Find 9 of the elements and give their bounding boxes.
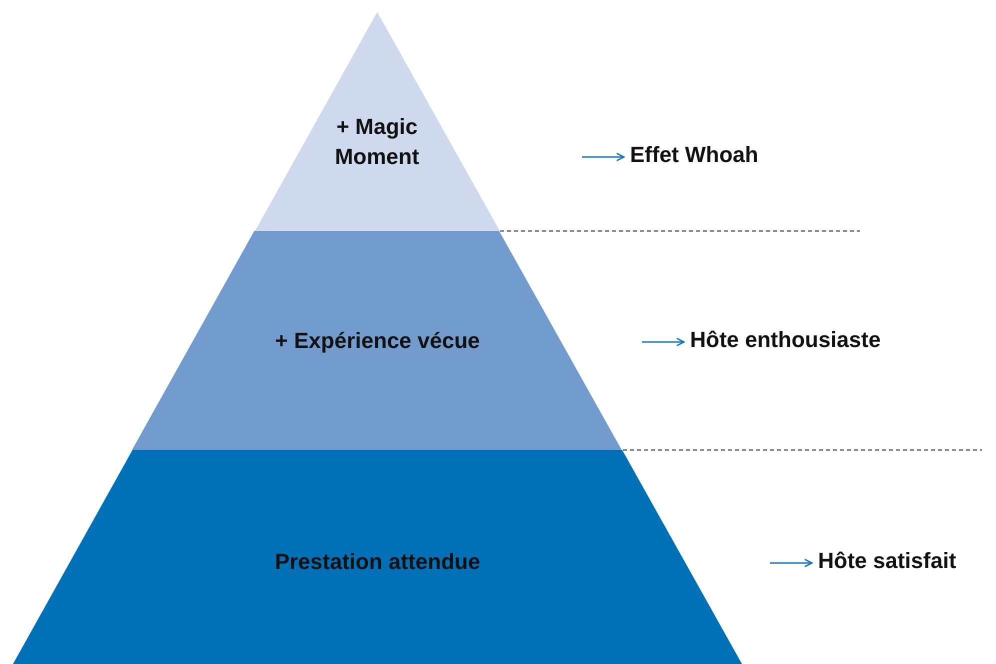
outcome-label: Hôte enthousiaste <box>690 325 881 355</box>
tier-label: + Expérience vécue <box>274 327 481 355</box>
outcome-label: Hôte satisfait <box>818 546 956 576</box>
outcome-label: Effet Whoah <box>630 140 758 170</box>
arrow <box>770 558 813 568</box>
arrow <box>642 338 685 346</box>
tier-label: + Magic Moment <box>334 113 420 171</box>
arrow <box>582 152 625 162</box>
tier-label: Prestation attendue <box>274 548 482 576</box>
